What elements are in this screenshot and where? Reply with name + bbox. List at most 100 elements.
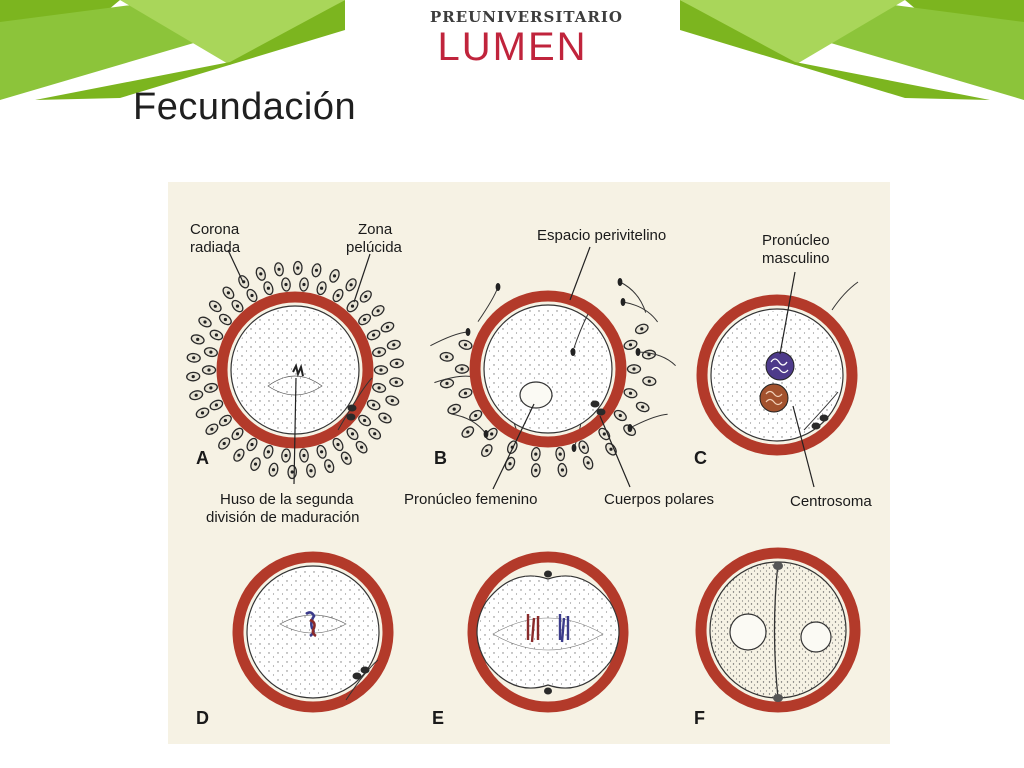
corona-cell-nucleus [349,283,353,287]
chromosomes-a [292,363,304,378]
sperm-head [617,278,623,286]
chromosomes-e-left [526,614,540,643]
corona-cell-nucleus [463,343,468,347]
corona-cell-nucleus [214,333,218,337]
corona-cell-nucleus [363,418,367,423]
header-decoration [0,0,1024,100]
corona-cell-nucleus [277,267,281,271]
corona-cell-nucleus [350,432,355,436]
panel-letter-d: D [196,708,209,728]
corona-cell-nucleus [271,468,276,472]
corona-cell-nucleus [445,355,449,359]
corona-cell-nucleus [200,411,205,415]
corona-cell-nucleus [194,393,198,397]
label-pronucleo-masculino-line1: Pronúcleo [762,232,830,249]
leader-centrosoma [792,405,815,488]
corona-cell-nucleus [235,304,240,308]
corona-cell-nucleus [336,293,340,298]
perivitelline-line-a [337,377,373,431]
polar-body-e-bottom [544,687,552,695]
spindle-e [492,617,604,651]
corona-cell-nucleus [209,350,213,354]
corona-cell-nucleus [385,325,390,329]
polar-body-b2 [596,408,606,416]
corona-cell-nucleus [302,282,306,287]
corona-cell-nucleus [395,361,399,365]
perivitelline-line-c [803,391,839,431]
leader-lines [227,246,815,490]
nucleus-f-left [729,613,767,651]
chromosomes-e-right [558,614,570,643]
label-zona-line2: pelúcida [346,239,403,256]
corona-cell-nucleus [192,356,196,360]
corona-cell-nucleus [223,317,227,322]
polar-body-c1 [811,422,821,430]
polar-body-f-top [773,562,783,570]
cell-d [232,551,394,713]
corona-cell-nucleus [373,432,377,436]
corona-cell-nucleus [213,304,217,308]
band-right-light [680,0,905,65]
corona-cell-nucleus [210,427,214,431]
corona-cell-nucleus [284,282,288,287]
corona-cell-nucleus [191,375,195,379]
corona-cell-nucleus [445,381,449,385]
corona-cell-nucleus [379,368,383,372]
corona-cell-nucleus [302,453,306,458]
cell-b [469,290,627,448]
spindle-d [279,614,347,634]
corona-cell-nucleus [372,333,376,337]
female-pronucleus-b [519,381,553,409]
corona-cell-nucleus [602,432,606,436]
male-pronucleus-c [765,351,795,381]
corona-cell-nucleus [466,430,470,434]
corona-cell-nucleus [392,343,396,347]
sperm-tail [434,375,475,384]
corona-cell-nucleus [376,309,380,313]
corona-cell-nucleus [534,452,538,456]
corona-cell-nucleus [223,418,227,423]
corona-cell-nucleus [452,407,456,411]
leader-huso [293,377,297,485]
nucleus-f-right [800,621,832,653]
corona-cell-nucleus [460,367,464,371]
corona-cell-nucleus [235,432,240,436]
cell-f [695,547,861,713]
sperm-head-inside-b [570,348,576,356]
corona-cell-nucleus [582,445,586,449]
corona-cell-nucleus [586,461,590,465]
corona-cell-nucleus [250,442,254,447]
sperm-tail [619,281,647,313]
label-huso-line2: división de maduración [206,509,359,526]
leader-pronucleo-femenino [492,403,535,490]
corona-cell-nucleus [266,286,270,290]
corona-radiata-cells-a [186,260,404,480]
label-pronucleo-femenino: Pronúcleo femenino [404,491,537,508]
sperm-head [620,298,626,306]
corona-cell-nucleus [196,337,200,341]
corona-cell-nucleus [377,386,381,390]
corona-cell-nucleus [320,286,324,290]
label-centrosoma: Centrosoma [790,493,872,510]
spindle-a [267,375,323,396]
corona-cell-nucleus [209,386,213,390]
corona-cell-nucleus [266,450,270,454]
polar-body-b1 [590,400,600,408]
sperm-tail [451,413,487,435]
zona-pellucida-d [232,551,394,713]
zona-pellucida-c [696,294,858,456]
corona-cell-nucleus [534,468,538,472]
cleavage-furrow-f [773,562,779,699]
corona-cell-nucleus [296,266,300,270]
fertilization-figure: Corona radiada Zona pelúcida Espacio per… [168,182,890,744]
leader-zona [353,253,371,303]
corona-cell-nucleus [309,469,313,473]
label-cuerpos-polares: Cuerpos polares [604,491,714,508]
label-zona-line1: Zona [358,221,393,238]
leader-espacio [569,246,591,301]
corona-cell-nucleus [344,456,348,460]
corona-cell-nucleus [327,464,331,468]
polar-body-d1 [352,672,362,680]
male-chromatin-c [770,358,789,374]
corona-cell-nucleus [474,413,478,418]
